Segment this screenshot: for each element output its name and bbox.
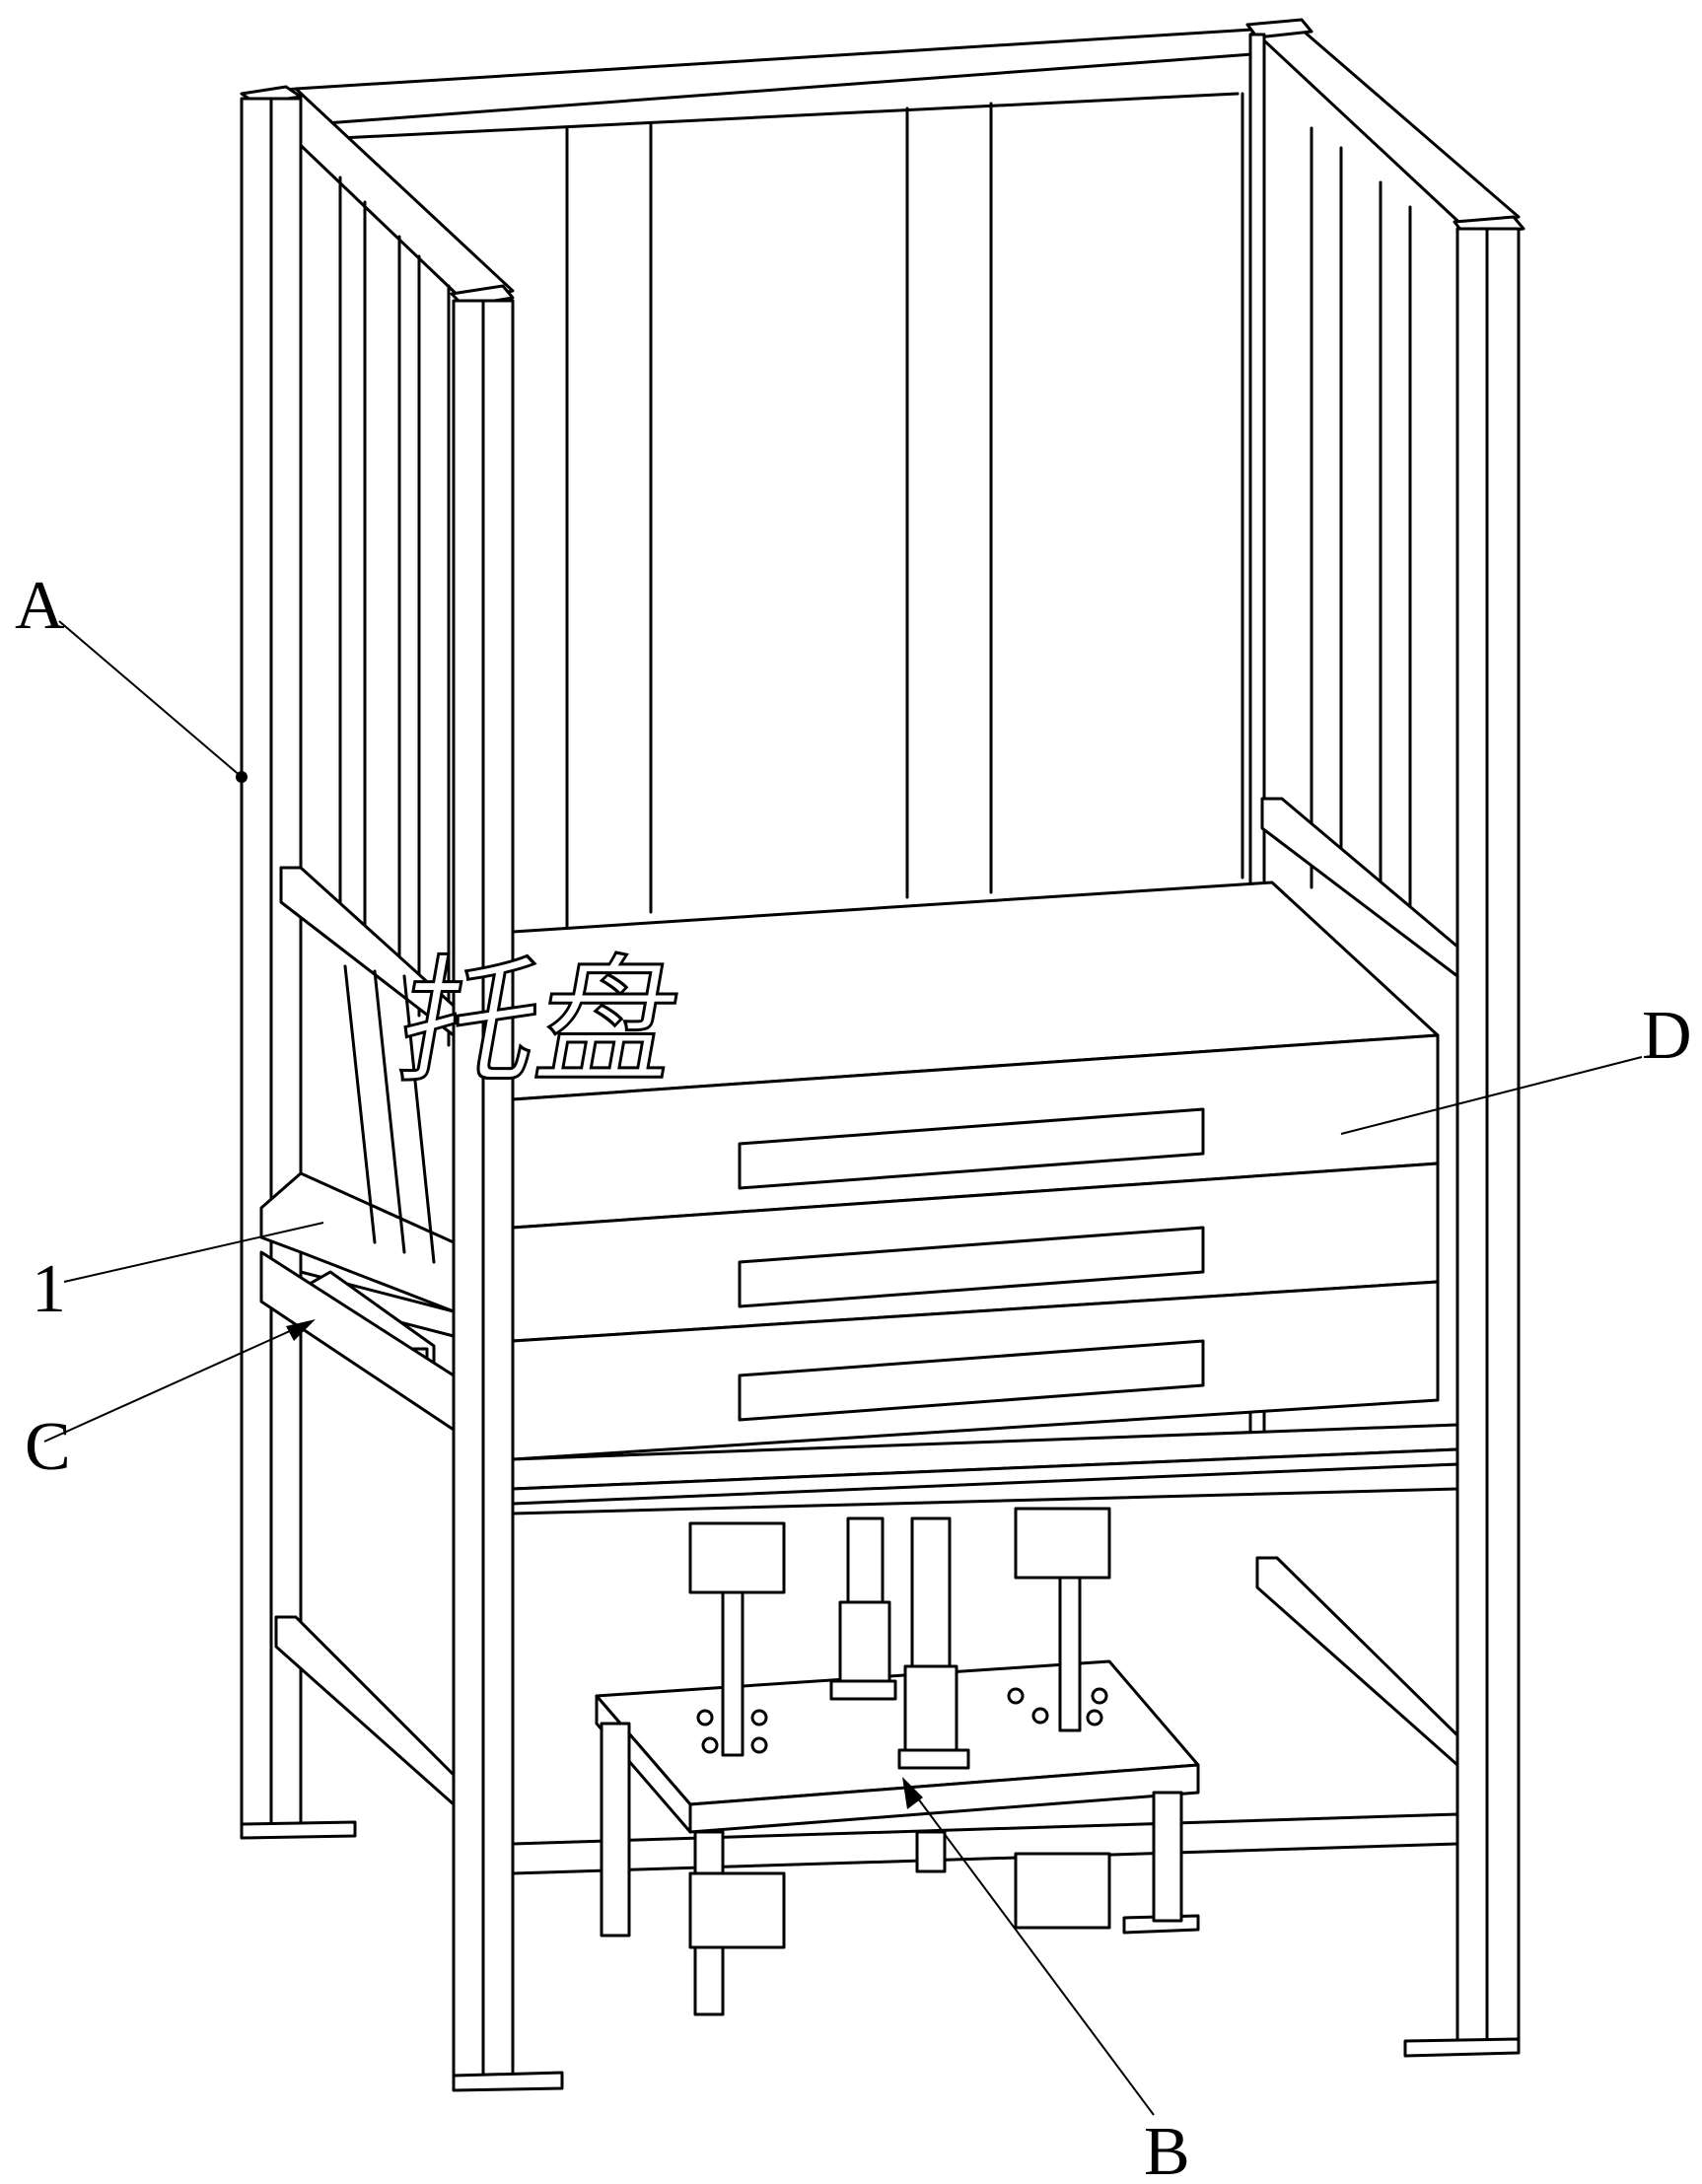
left-side-slats bbox=[299, 136, 451, 1047]
pallet-1-slot bbox=[738, 1107, 1205, 1190]
center-rod-stub bbox=[915, 1830, 947, 1873]
lower-frame-rail-front-bottom bbox=[511, 1812, 1459, 1875]
main-cylinder-base-2 bbox=[897, 1748, 970, 1770]
foot-right bbox=[1403, 2037, 1521, 2058]
main-cylinder-body-2 bbox=[903, 1664, 958, 1762]
frame-top-rail-back bbox=[294, 28, 1254, 125]
right-upper-guide-rail bbox=[1260, 797, 1459, 978]
frame-top-rail-right bbox=[1250, 28, 1521, 234]
frame-structure bbox=[240, 18, 1525, 2092]
lift-cylinder-left bbox=[688, 1521, 786, 1594]
lower-cylinder-right bbox=[1014, 1852, 1111, 1930]
label-c: C bbox=[25, 1409, 71, 1485]
leader-a-dot bbox=[236, 771, 248, 783]
label-a: A bbox=[15, 568, 65, 644]
main-cylinder-base-1 bbox=[829, 1679, 897, 1701]
leader-b bbox=[908, 1786, 1155, 2116]
main-cylinder-body-1 bbox=[838, 1600, 891, 1683]
pallet-stack: 托盘 bbox=[386, 881, 1459, 1506]
leader-lines bbox=[43, 620, 1643, 2116]
label-b: B bbox=[1144, 2114, 1190, 2184]
leader-c-arrow bbox=[286, 1319, 316, 1341]
lower-cylinder-left bbox=[688, 1871, 786, 1949]
platform-leg-3 bbox=[1152, 1791, 1183, 1923]
lift-plate-rail bbox=[511, 1447, 1459, 1506]
pallet-3-slot bbox=[738, 1339, 1205, 1422]
guide-rod-right bbox=[1058, 1561, 1082, 1732]
label-1: 1 bbox=[32, 1251, 66, 1327]
side-bracket-lower bbox=[259, 1250, 456, 1432]
guide-rod-left bbox=[721, 1576, 745, 1757]
foot-left bbox=[240, 1820, 357, 1840]
frame-top-rail-back-inner bbox=[338, 92, 1240, 140]
pallet-characters: 托盘 bbox=[388, 943, 692, 1103]
right-lower-guide-rail bbox=[1255, 1556, 1459, 1767]
leader-1 bbox=[63, 1222, 324, 1283]
left-upper-guide-rail bbox=[279, 866, 456, 1037]
inner-side-slats bbox=[343, 964, 436, 1264]
leader-d bbox=[1340, 1056, 1643, 1135]
lift-cylinder-right bbox=[1014, 1507, 1111, 1580]
foot-mid bbox=[452, 2071, 564, 2092]
label-d: D bbox=[1642, 998, 1692, 1074]
lifting-unit bbox=[595, 1507, 1200, 2016]
pallet-2-slot bbox=[738, 1226, 1205, 1308]
right-side-slats bbox=[1310, 126, 1412, 919]
leader-b-arrow bbox=[902, 1777, 923, 1809]
platform-bolts bbox=[696, 1687, 1108, 1754]
leader-a bbox=[58, 620, 243, 778]
left-lower-guide-rail bbox=[274, 1615, 456, 1806]
platform-leg-1 bbox=[600, 1722, 631, 1937]
leader-c bbox=[43, 1325, 302, 1443]
